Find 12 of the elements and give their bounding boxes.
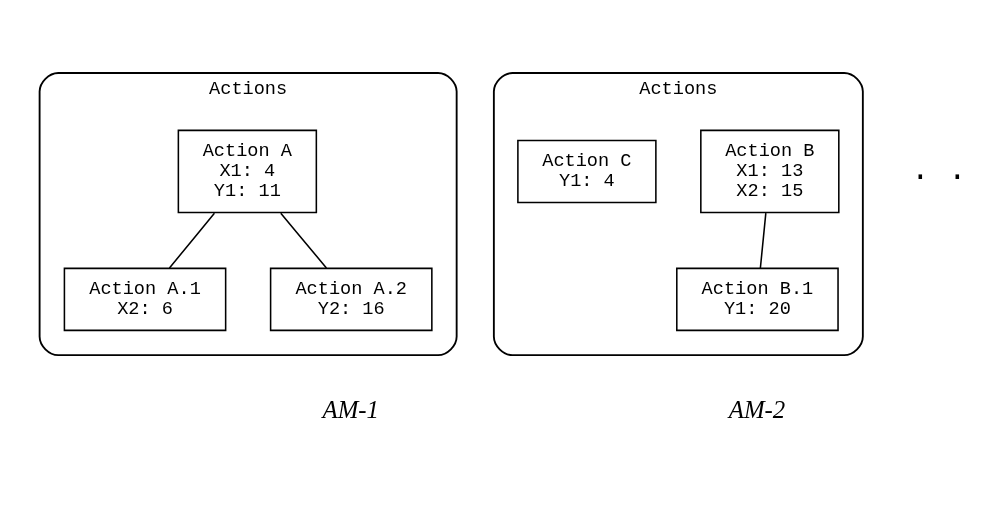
node-box: Action B.1 Y1: 20 <box>676 267 839 331</box>
node-box: Action A.1 X2: 6 <box>63 267 227 331</box>
connector <box>759 211 767 269</box>
node-box: Action A.2 Y2: 16 <box>269 267 433 331</box>
connector <box>168 211 216 269</box>
node-box: Action C Y1: 4 <box>517 139 657 203</box>
node-label: AM-1 <box>322 395 380 423</box>
node-label: AM-2 <box>728 395 786 423</box>
label: . . <box>910 152 967 188</box>
connector <box>280 211 328 269</box>
node-box: Action B X1: 13 X2: 15 <box>700 129 840 213</box>
node-box: Action A X1: 4 Y1: 11 <box>177 129 318 213</box>
